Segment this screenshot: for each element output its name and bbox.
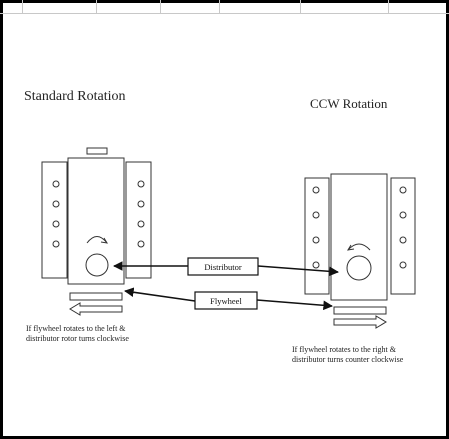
flywheel-pointer-left [124,287,196,302]
ccw-distributor-cap [346,255,372,281]
standard-cylinder [137,240,145,248]
ccw-engine [304,173,416,329]
top-divider [0,13,449,14]
ccw-note: If flywheel rotates to the right & distr… [292,345,403,365]
standard-cylinder [52,240,60,248]
standard-engine [41,147,152,316]
standard-cylinder [137,220,145,228]
top-divider-tick [96,0,97,14]
ccw-flywheel [333,306,387,315]
ccw-rotation-arrowhead [347,244,355,251]
standard-front-cover [86,147,108,155]
ccw-rotation-title: CCW Rotation [310,96,388,111]
ccw-rotation-arrow [347,243,371,251]
ccw-cylinder [399,261,407,269]
top-divider-tick [160,0,161,14]
ccw-note-line: distributor turns counter clockwise [292,355,404,364]
ccw-note-line: If flywheel rotates to the right & [292,345,396,354]
ccw-block [330,173,388,301]
top-divider-tick [388,0,389,14]
standard-note: If flywheel rotates to the left & distri… [26,324,129,344]
standard-note-line: If flywheel rotates to the left & [26,324,126,333]
standard-right-head [125,161,152,279]
standard-distributor-cap [85,253,109,277]
standard-rotation-title: Standard Rotation [24,89,126,104]
distributor-label-box: Distributor [187,257,259,276]
standard-left-head [41,161,68,279]
standard-cylinder [52,200,60,208]
standard-rotation-arrowhead [100,237,108,244]
flywheel-label-box: Flywheel [194,291,258,310]
ccw-right-head [390,177,416,295]
top-divider-tick [22,0,23,14]
distributor-pointer-right [257,265,339,277]
top-divider-tick [219,0,220,14]
ccw-cylinder [399,236,407,244]
standard-note-line: distributor rotor turns clockwise [26,334,129,343]
ccw-flywheel-direction-arrow [333,315,387,329]
ccw-cylinder [312,186,320,194]
ccw-cylinder [399,186,407,194]
ccw-left-head [304,177,330,295]
flywheel-label: Flywheel [210,296,242,306]
standard-cylinder [52,180,60,188]
ccw-cylinder [312,261,320,269]
flywheel-pointer-right [256,299,333,311]
standard-flywheel-direction-arrow [69,302,123,316]
standard-cylinder [52,220,60,228]
top-divider-tick [300,0,301,14]
distributor-label: Distributor [204,262,241,272]
standard-cylinder [137,180,145,188]
standard-flywheel [69,292,123,301]
standard-block [67,157,125,285]
standard-cylinder [137,200,145,208]
ccw-cylinder [312,236,320,244]
ccw-cylinder [312,211,320,219]
ccw-cylinder [399,211,407,219]
